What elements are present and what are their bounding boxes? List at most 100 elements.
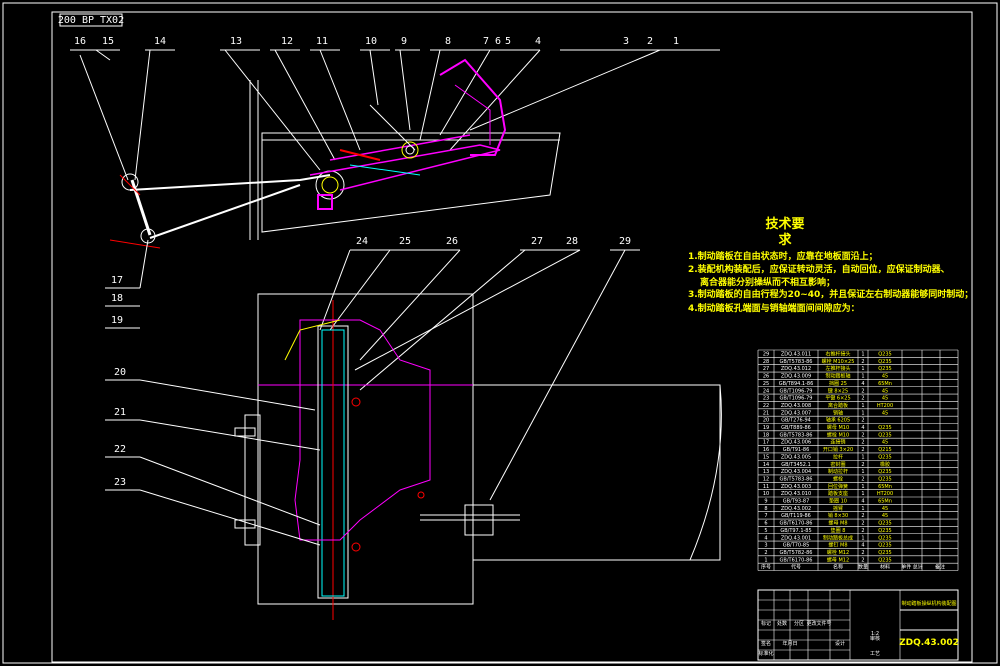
title-block [757,589,959,661]
callout-10: 10 [365,36,377,47]
bom-code: ZDQ.43.008 [781,403,811,409]
title-name: 制动踏板操纵机构装配图 [901,600,956,607]
bom-no: 21 [763,410,769,416]
line [139,239,149,289]
bom-material: Q235 [878,535,891,541]
line [95,49,111,61]
bom-material: Q235 [878,425,891,431]
bom-no: 7 [764,513,767,519]
bom-no: 5 [764,528,767,534]
bom-header: 代号 [791,564,801,571]
shaft-core [321,329,345,597]
tb-label: 标记 [761,620,771,627]
bom-name: 制动拉杆 [828,468,848,475]
pedal-pivot [401,141,419,159]
bom-code: GB/T5783-86 [780,359,813,365]
line [224,49,321,171]
magenta-housing-profile [294,319,431,541]
requirement-4: 3.制动踏板的自由行程为20~40，并且保证左右制动器能够同时制动； [688,288,973,300]
bom-qty: 2 [861,396,864,402]
bom-no: 14 [763,462,769,468]
bom-code: GB/T5783-86 [780,432,813,438]
bom-qty: 1 [861,410,864,416]
callout-5: 5 [505,36,511,47]
bom-no: 9 [764,499,767,505]
bom-no: 23 [763,396,769,402]
bom-code: ZDQ.43.004 [781,469,811,475]
bom-header: 单件 总计 [901,564,923,571]
tech-title-2: 求 [778,232,792,248]
yellow-bushing [284,319,341,361]
callout-20: 20 [114,367,126,378]
bom-no: 2 [764,550,767,556]
bom-material: 65Mn [878,484,892,490]
bom-no: 6 [764,521,767,527]
drawing-code-box [59,13,123,27]
bom-code: GB/T6170-86 [780,521,813,527]
inner-frame [51,11,973,663]
requirement-2: 2.装配机构装配后，应保证转动灵活，自动回位，应保证制动器、 [688,263,950,275]
bom-name: 挡圈 25 [829,380,847,387]
callout-19: 19 [111,315,123,326]
bolt-head-a [351,397,361,407]
line [449,49,541,151]
bom-no: 3 [764,543,767,549]
line [139,489,321,546]
bom-code: GB/T93-87 [783,499,810,505]
bom-qty: 1 [861,454,864,460]
bom-name: 摇臂 [833,505,843,512]
bom-name: 开口销 3×20 [823,446,853,453]
brake-pedal-arm [439,58,507,156]
bom-no: 22 [763,403,769,409]
line [369,49,379,106]
callout-15: 15 [102,36,114,47]
tb-label: 标准化 [758,650,773,657]
bom-qty: 1 [861,366,864,372]
tb-label: 年月日 [782,640,797,647]
flange-bolt-top [234,427,256,437]
bom-qty: 4 [861,499,864,505]
bom-code: ZDQ.43.005 [781,454,811,460]
bom-no: 19 [763,425,769,431]
tb-label: 更改文件号 [806,620,831,627]
bom-material: 橡胶 [880,461,890,468]
line [319,49,361,151]
bom-name: 密封圈 [830,461,845,468]
bom-code: GB/T6170-86 [780,557,813,563]
line [319,249,351,331]
bom-code: ZDQ.43.002 [781,506,811,512]
bom-qty: 4 [861,425,864,431]
housing-outline [257,293,474,605]
bom-name: 拉杆 [833,453,843,460]
bom-material: 45 [882,513,888,519]
bom-name: 螺母 M8 [828,520,847,527]
bom-qty: 2 [861,521,864,527]
bom-material: Q235 [878,432,891,438]
bom-qty: 2 [861,513,864,519]
callout-24: 24 [356,236,368,247]
bom-no: 4 [764,535,767,541]
bom-material: 45 [882,374,888,380]
bom-material: HT200 [877,403,893,409]
hub-bore [321,176,339,194]
bom-qty: 1 [861,535,864,541]
callout-25: 25 [399,236,411,247]
tb-label: 分区 [794,620,804,627]
bom-name: 螺钉 M8 [828,542,847,549]
red-centerline [109,239,161,249]
bom-qty: 2 [861,462,864,468]
callout-14: 14 [154,36,166,47]
callout-8: 8 [445,36,451,47]
bom-qty: 1 [861,506,864,512]
bom-code: GB/T1096-79 [780,388,813,394]
bom-no: 16 [763,447,769,453]
bom-name: 销轴 [833,409,843,416]
bom-name: 螺栓 [833,475,843,482]
callout-2: 2 [647,36,653,47]
bom-name: 螺母 M12 [827,556,849,563]
bom-material: Q235 [878,366,891,372]
pivot-joint-top [121,173,139,191]
bom-name: 垫圈 8 [831,527,846,534]
bom-material: Q235 [878,469,891,475]
